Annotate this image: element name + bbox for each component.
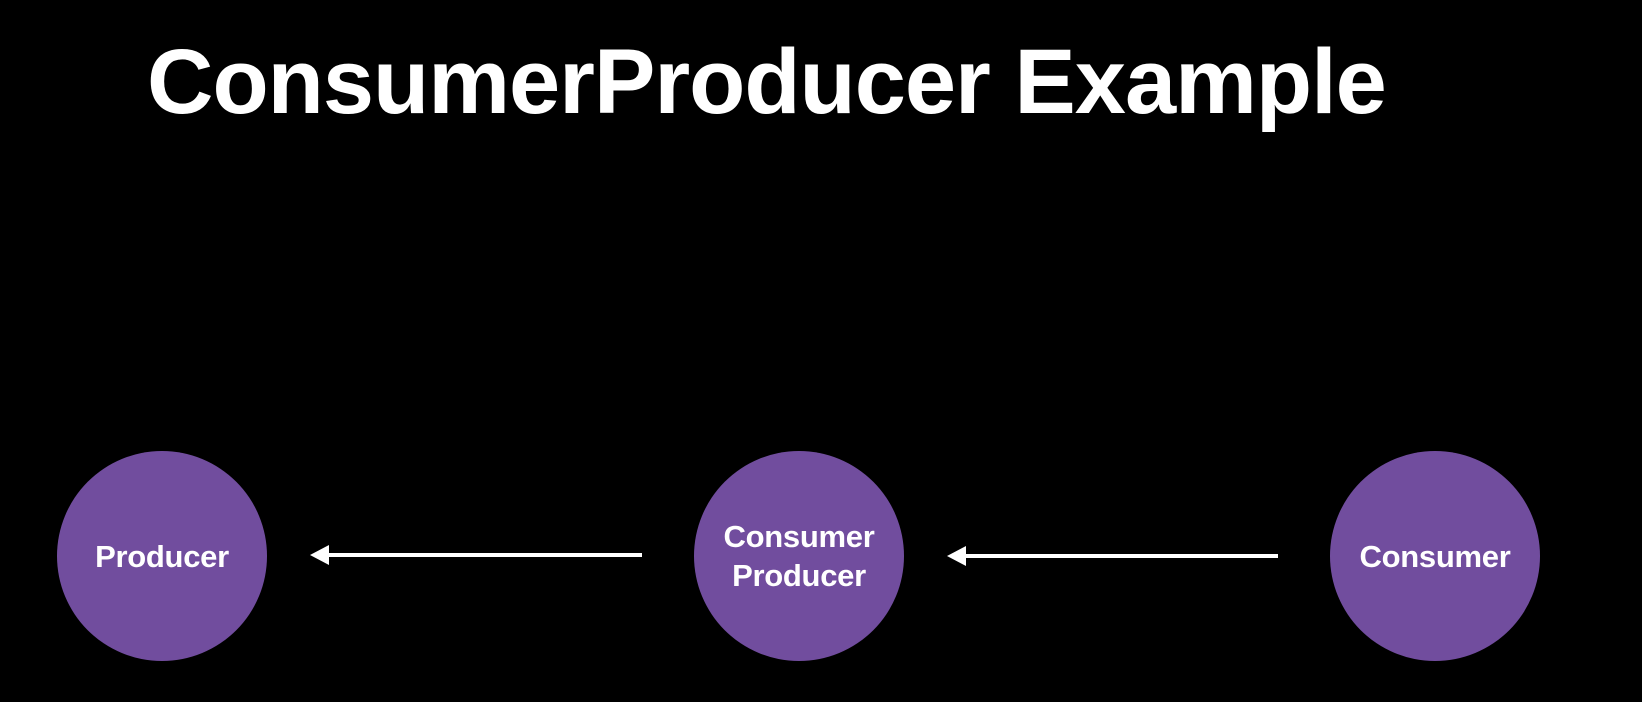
slide-title: ConsumerProducer Example bbox=[147, 31, 1387, 133]
consumer-node: Consumer bbox=[1330, 451, 1540, 661]
consumer-producer-node: Consumer Producer bbox=[694, 451, 904, 661]
consumer-producer-node-label: Consumer Producer bbox=[724, 517, 875, 595]
consumer-node-label: Consumer bbox=[1360, 537, 1511, 576]
consumer-producer-node-label-line: Consumer bbox=[723, 519, 875, 554]
consumer-producer-node-label-line: Producer bbox=[732, 558, 866, 593]
arrow-consumer-to-consumer-producer bbox=[947, 546, 1278, 566]
producer-node-label: Producer bbox=[95, 537, 229, 576]
arrow-consumer-producer-to-producer bbox=[310, 545, 642, 565]
consumer-node-label-line: Consumer bbox=[1359, 538, 1511, 574]
arrow-head bbox=[310, 545, 329, 565]
producer-node: Producer bbox=[57, 451, 267, 661]
arrow-head bbox=[947, 546, 966, 566]
producer-node-label-line: Producer bbox=[95, 538, 229, 574]
